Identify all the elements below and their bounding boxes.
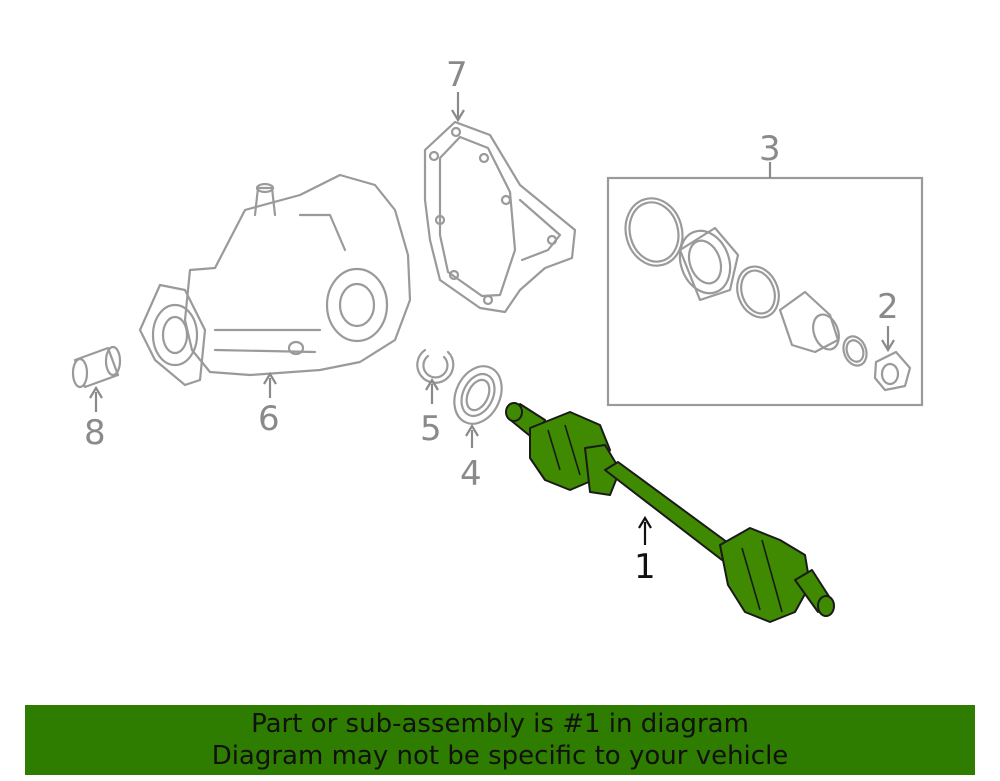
banner-line-2: Diagram may not be specific to your vehi… [211, 741, 789, 771]
callout-7[interactable]: 7 [446, 55, 468, 95]
callout-5[interactable]: 5 [420, 409, 442, 449]
part-4-seal[interactable] [445, 359, 510, 432]
callout-8-arrowhead [89, 385, 103, 399]
part-8-bushing[interactable] [71, 345, 122, 389]
part-1-axle-shaft[interactable] [505, 402, 835, 623]
banner-line-1: Part or sub-assembly is #1 in diagram [251, 709, 749, 739]
parts-diagram: 7 6 8 5 4 [71, 55, 924, 623]
part-5-snap-ring[interactable] [416, 348, 455, 384]
callout-1[interactable]: 1 [634, 547, 656, 587]
callout-2-arrowhead [881, 339, 895, 353]
part-7-cover[interactable] [423, 120, 577, 314]
callout-3[interactable]: 3 [759, 129, 781, 169]
callout-8[interactable]: 8 [84, 413, 106, 453]
callout-2[interactable]: 2 [877, 287, 899, 327]
part-2-nut[interactable] [873, 350, 912, 392]
part-3-kit-box[interactable] [606, 176, 924, 407]
callout-6-arrowhead [263, 371, 277, 385]
callout-5-arrowhead [425, 377, 439, 391]
callout-4[interactable]: 4 [460, 454, 482, 494]
callout-7-arrowhead [451, 109, 465, 123]
part-6-differential-housing[interactable] [138, 173, 412, 387]
info-banner: Part or sub-assembly is #1 in diagram Di… [25, 705, 975, 775]
callout-6[interactable]: 6 [258, 399, 280, 439]
callout-1-arrowhead [638, 515, 652, 529]
callout-4-arrowhead [465, 423, 479, 437]
